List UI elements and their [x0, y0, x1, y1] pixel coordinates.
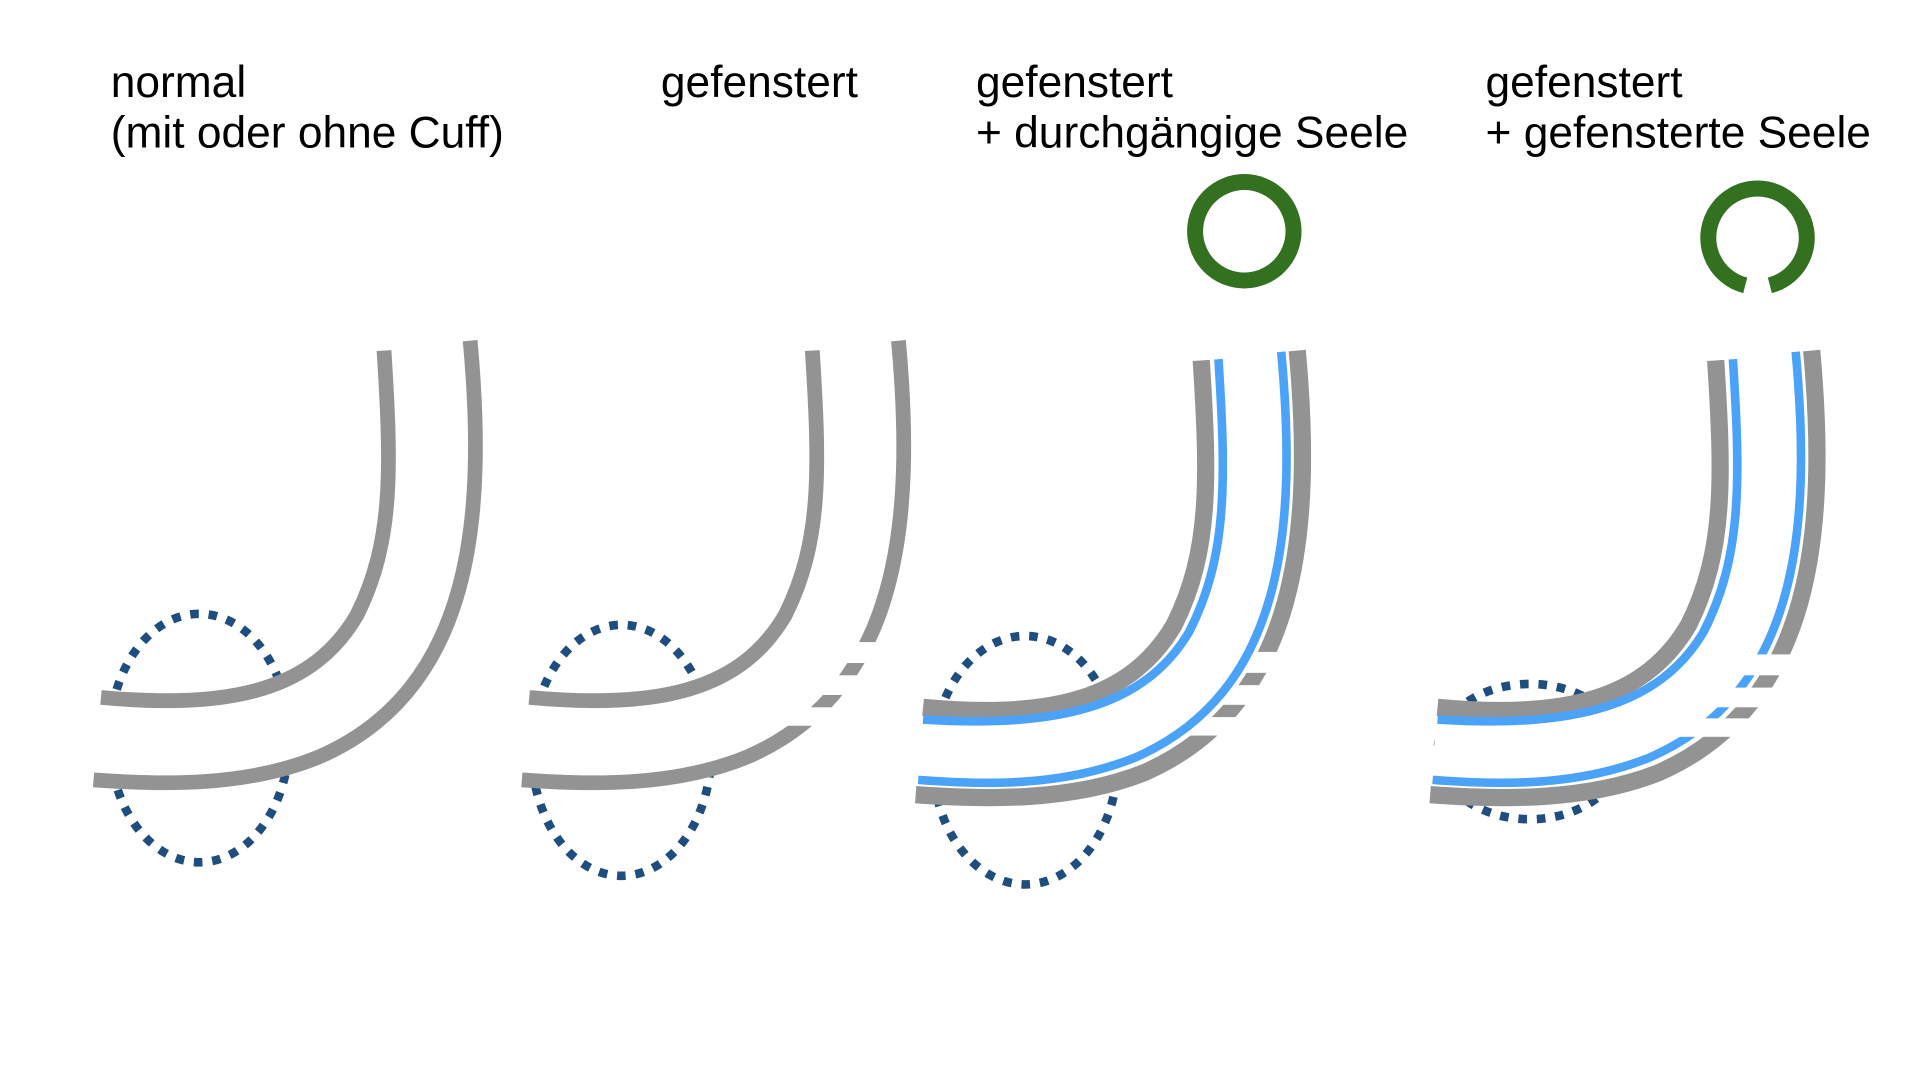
- label-line: gefenstert: [661, 58, 858, 107]
- tube-lumen: [521, 340, 904, 783]
- label-normal: normal (mit oder ohne Cuff): [111, 58, 504, 157]
- inner-cannula-wall: [922, 358, 1228, 726]
- label-line: + gefensterte Seele: [1486, 109, 1871, 158]
- tube-inner-wall: [1429, 349, 1826, 807]
- cross-section-open-ring-icon: [1700, 180, 1815, 294]
- inner-cannula-wall: [917, 351, 1291, 788]
- label-gefenstert-gefensterte-seele: gefenstert + gefensterte Seele: [1486, 58, 1871, 157]
- label-line: normal: [111, 58, 246, 107]
- tube-lumen: [915, 350, 1298, 793]
- tube-lumen: [93, 340, 476, 783]
- cross-section-closed-ring-icon: [1187, 174, 1302, 289]
- tube-inner-wall: [521, 340, 912, 791]
- tube-outer-wall: [922, 359, 1215, 720]
- tube-gefenstert-durchgaengige-seele: [915, 349, 1324, 889]
- label-line: gefenstert: [1486, 58, 1683, 107]
- fenestration: [1661, 654, 1834, 737]
- inner-cannula-wall: [1437, 358, 1742, 726]
- tube-outer-wall: [1436, 359, 1729, 720]
- tube-gefenstert: [521, 340, 912, 881]
- fenestration: [738, 642, 911, 726]
- tube-outer-wall: [528, 350, 825, 709]
- label-line: + durchgängige Seele: [976, 109, 1408, 158]
- tube-lumen: [1430, 350, 1813, 793]
- tube-outer-wall: [100, 350, 396, 709]
- tube-inner-wall: [92, 340, 483, 791]
- tube-inner-wall: [915, 349, 1312, 807]
- label-line: gefenstert: [976, 58, 1173, 107]
- label-gefenstert: gefenstert: [661, 58, 858, 107]
- tube-normal: [92, 340, 483, 867]
- tube-gefenstert-gefensterte-seele: [1429, 349, 1834, 824]
- label-line: (mit oder ohne Cuff): [111, 109, 504, 158]
- label-gefenstert-durchgaengige-seele: gefenstert + durchgängige Seele: [976, 58, 1408, 157]
